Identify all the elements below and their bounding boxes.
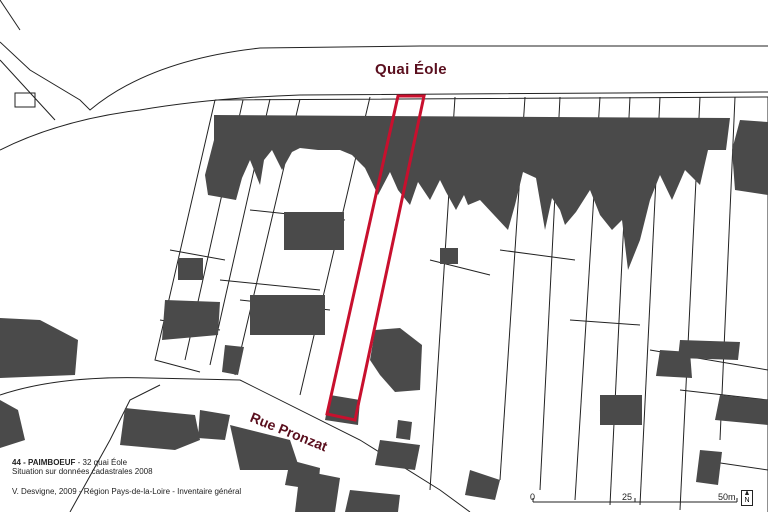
building <box>198 410 230 440</box>
building <box>732 120 768 195</box>
north-arrow-icon: N <box>741 490 753 506</box>
building <box>178 258 203 280</box>
scale-label-25: 25 <box>622 492 633 502</box>
building <box>375 440 420 470</box>
scale-label-0: 0 <box>530 492 536 502</box>
building <box>120 408 200 450</box>
building <box>396 420 412 440</box>
building <box>600 395 642 425</box>
building <box>678 340 740 360</box>
caption-title: 44 - PAIMBOEUF - 32 quai Éole <box>12 458 127 467</box>
building <box>465 470 500 500</box>
scale-bar <box>532 498 738 503</box>
buildings <box>0 115 768 512</box>
building <box>284 212 344 250</box>
highlighted-parcel <box>325 94 426 422</box>
scale-label-50m: 50m <box>718 492 736 502</box>
caption-address: - 32 quai Éole <box>75 458 128 467</box>
building <box>222 345 244 375</box>
caption-credit: V. Desvigne, 2009 - Région Pays-de-la-Lo… <box>12 487 242 496</box>
building <box>250 295 325 335</box>
street-label-quai-eole: Quai Éole <box>375 61 447 78</box>
building <box>345 490 400 512</box>
building <box>230 425 300 470</box>
building <box>440 248 458 264</box>
building <box>715 395 768 425</box>
building <box>370 328 422 392</box>
building <box>295 470 340 512</box>
building <box>162 300 220 340</box>
building <box>0 400 25 448</box>
building-row-quai <box>205 115 730 270</box>
caption-commune: 44 - PAIMBOEUF <box>12 458 76 467</box>
building <box>325 395 360 425</box>
building <box>696 450 722 485</box>
caption-source: Situation sur données cadastrales 2008 <box>12 467 153 476</box>
building <box>0 318 78 378</box>
